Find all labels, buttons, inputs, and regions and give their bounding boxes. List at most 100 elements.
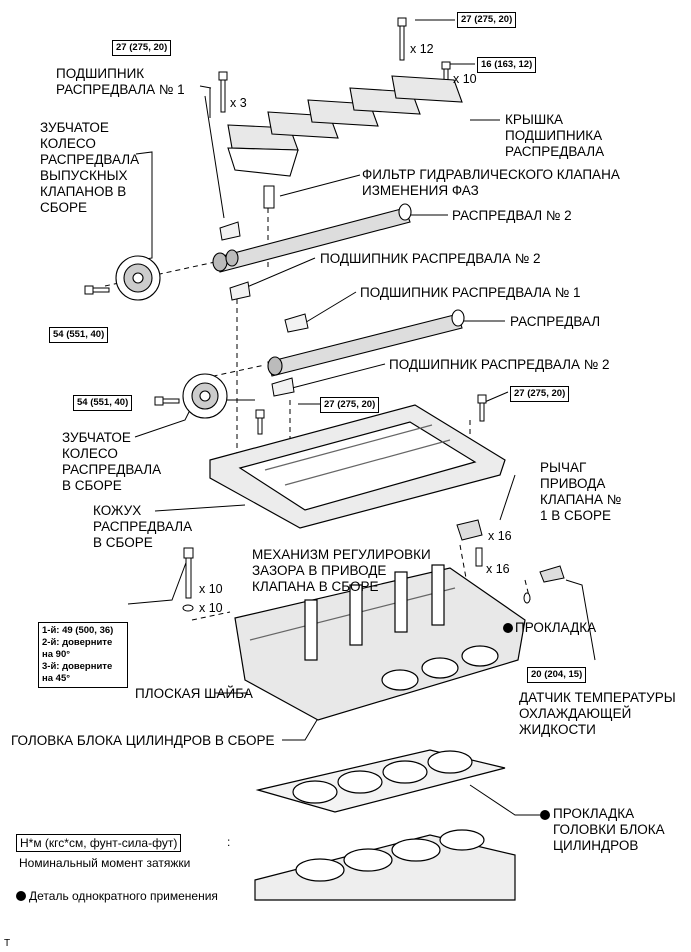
bolt-head <box>477 394 487 404</box>
coolant-sensor <box>539 565 565 583</box>
quantity: x 10 <box>453 72 477 86</box>
quantity: x 3 <box>230 96 247 110</box>
bolt-shank <box>92 287 110 293</box>
single-use-bullet <box>503 623 513 633</box>
gasket-bore <box>292 780 338 804</box>
block-bore <box>391 838 441 862</box>
bolt-shank <box>162 398 180 404</box>
bearing-shell <box>229 281 251 301</box>
gasket-bore <box>427 750 473 774</box>
legend-single-use: Деталь однократного применения <box>16 888 218 904</box>
bolt-head <box>255 409 265 419</box>
bearing-shell <box>284 313 309 333</box>
head-stud <box>304 599 318 661</box>
bearing-shell <box>271 377 295 397</box>
oil-control-filter <box>263 185 275 209</box>
head-stud <box>349 584 363 646</box>
label-bearing-no1-lower: ПОДШИПНИК РАСПРЕДВАЛА № 1 <box>360 285 581 300</box>
camshaft-end <box>451 309 465 327</box>
label-camshaft-no2: РАСПРЕДВАЛ № 2 <box>452 208 572 223</box>
bolt-head <box>154 396 164 406</box>
torque-box: 27 (275, 20) <box>457 12 517 28</box>
bolt-shank <box>257 417 263 435</box>
legend-unit-desc: Номинальный момент затяжки <box>19 856 191 870</box>
leader-line <box>499 474 516 521</box>
intake-port <box>421 657 459 679</box>
bolt-head <box>218 71 228 81</box>
leader-line <box>127 559 188 605</box>
single-use-bullet-icon <box>16 891 26 901</box>
corner-mark: T <box>4 938 11 949</box>
quantity: x 16 <box>488 529 512 543</box>
lash-adjuster <box>475 547 483 567</box>
intake-port <box>381 669 419 691</box>
intake-port <box>461 645 499 667</box>
torque-box: 27 (275, 20) <box>510 386 570 402</box>
gasket-bore <box>382 760 428 784</box>
camshaft-lobe <box>225 249 239 267</box>
bearing-shell <box>219 221 241 241</box>
single-use-bullet <box>540 810 550 820</box>
leader-line <box>134 409 191 438</box>
block-bore <box>343 848 393 872</box>
sprocket-center <box>132 272 144 284</box>
head-stud <box>431 564 445 626</box>
bolt-shank <box>220 79 226 113</box>
label-plain-washer: ПЛОСКАЯ ШАЙБА <box>135 686 253 701</box>
rocker-arm <box>456 519 483 541</box>
housing-opening <box>238 421 477 511</box>
block-bore <box>439 829 485 851</box>
bolt-head <box>84 285 94 295</box>
plain-washer <box>182 604 194 612</box>
torque-box: 54 (551, 40) <box>73 395 133 411</box>
label-camshaft: РАСПРЕДВАЛ <box>510 314 601 329</box>
legend-unit-colon: : <box>227 835 231 849</box>
label-gasket: ПРОКЛАДКА <box>515 620 597 635</box>
dashed-line <box>191 611 231 621</box>
housing-rib <box>264 424 433 471</box>
bolt-shank <box>185 557 192 599</box>
bearing-cap-front <box>227 147 299 177</box>
block-bore <box>295 858 345 882</box>
dashed-line <box>524 579 531 601</box>
sprocket-center <box>199 390 211 402</box>
bolt-shank <box>479 402 485 422</box>
bolt-head <box>441 61 451 70</box>
label-cylinder-head: ГОЛОВКА БЛОКА ЦИЛИНДРОВ В СБОРЕ <box>11 733 275 748</box>
leader-line <box>282 714 321 741</box>
camshaft-end <box>398 203 412 221</box>
legend-unit-box: Н*м (кгс*см, фунт-сила-фут) <box>16 834 182 852</box>
camshaft-gear-end <box>212 252 228 272</box>
head-bolt-spec-box: 1-й: 49 (500, 36) 2-й: доверните на 90° … <box>38 622 128 688</box>
label-bearing-no2-upper: ПОДШИПНИК РАСПРЕДВАЛА № 2 <box>320 251 541 266</box>
gasket-bore <box>337 770 383 794</box>
leader-line <box>565 579 596 661</box>
quantity: x 12 <box>410 42 434 56</box>
leader-line <box>204 95 225 219</box>
head-stud <box>394 571 408 633</box>
torque-box: 16 (163, 12) <box>477 57 537 73</box>
torque-box: 27 (275, 20) <box>320 397 380 413</box>
leader-line <box>239 257 316 291</box>
quantity: x 16 <box>486 562 510 576</box>
bearing-cap <box>391 75 463 103</box>
torque-box: 27 (275, 20) <box>112 40 172 56</box>
quantity: x 10 <box>199 601 223 615</box>
camshaft-gear-end <box>267 356 283 376</box>
leader-line <box>469 784 540 816</box>
gasket-ring <box>523 592 531 604</box>
bolt-shank <box>399 25 405 61</box>
torque-box: 54 (551, 40) <box>49 327 109 343</box>
leader-line <box>279 174 361 197</box>
leader-line <box>154 504 246 512</box>
bolt-head <box>397 17 407 27</box>
